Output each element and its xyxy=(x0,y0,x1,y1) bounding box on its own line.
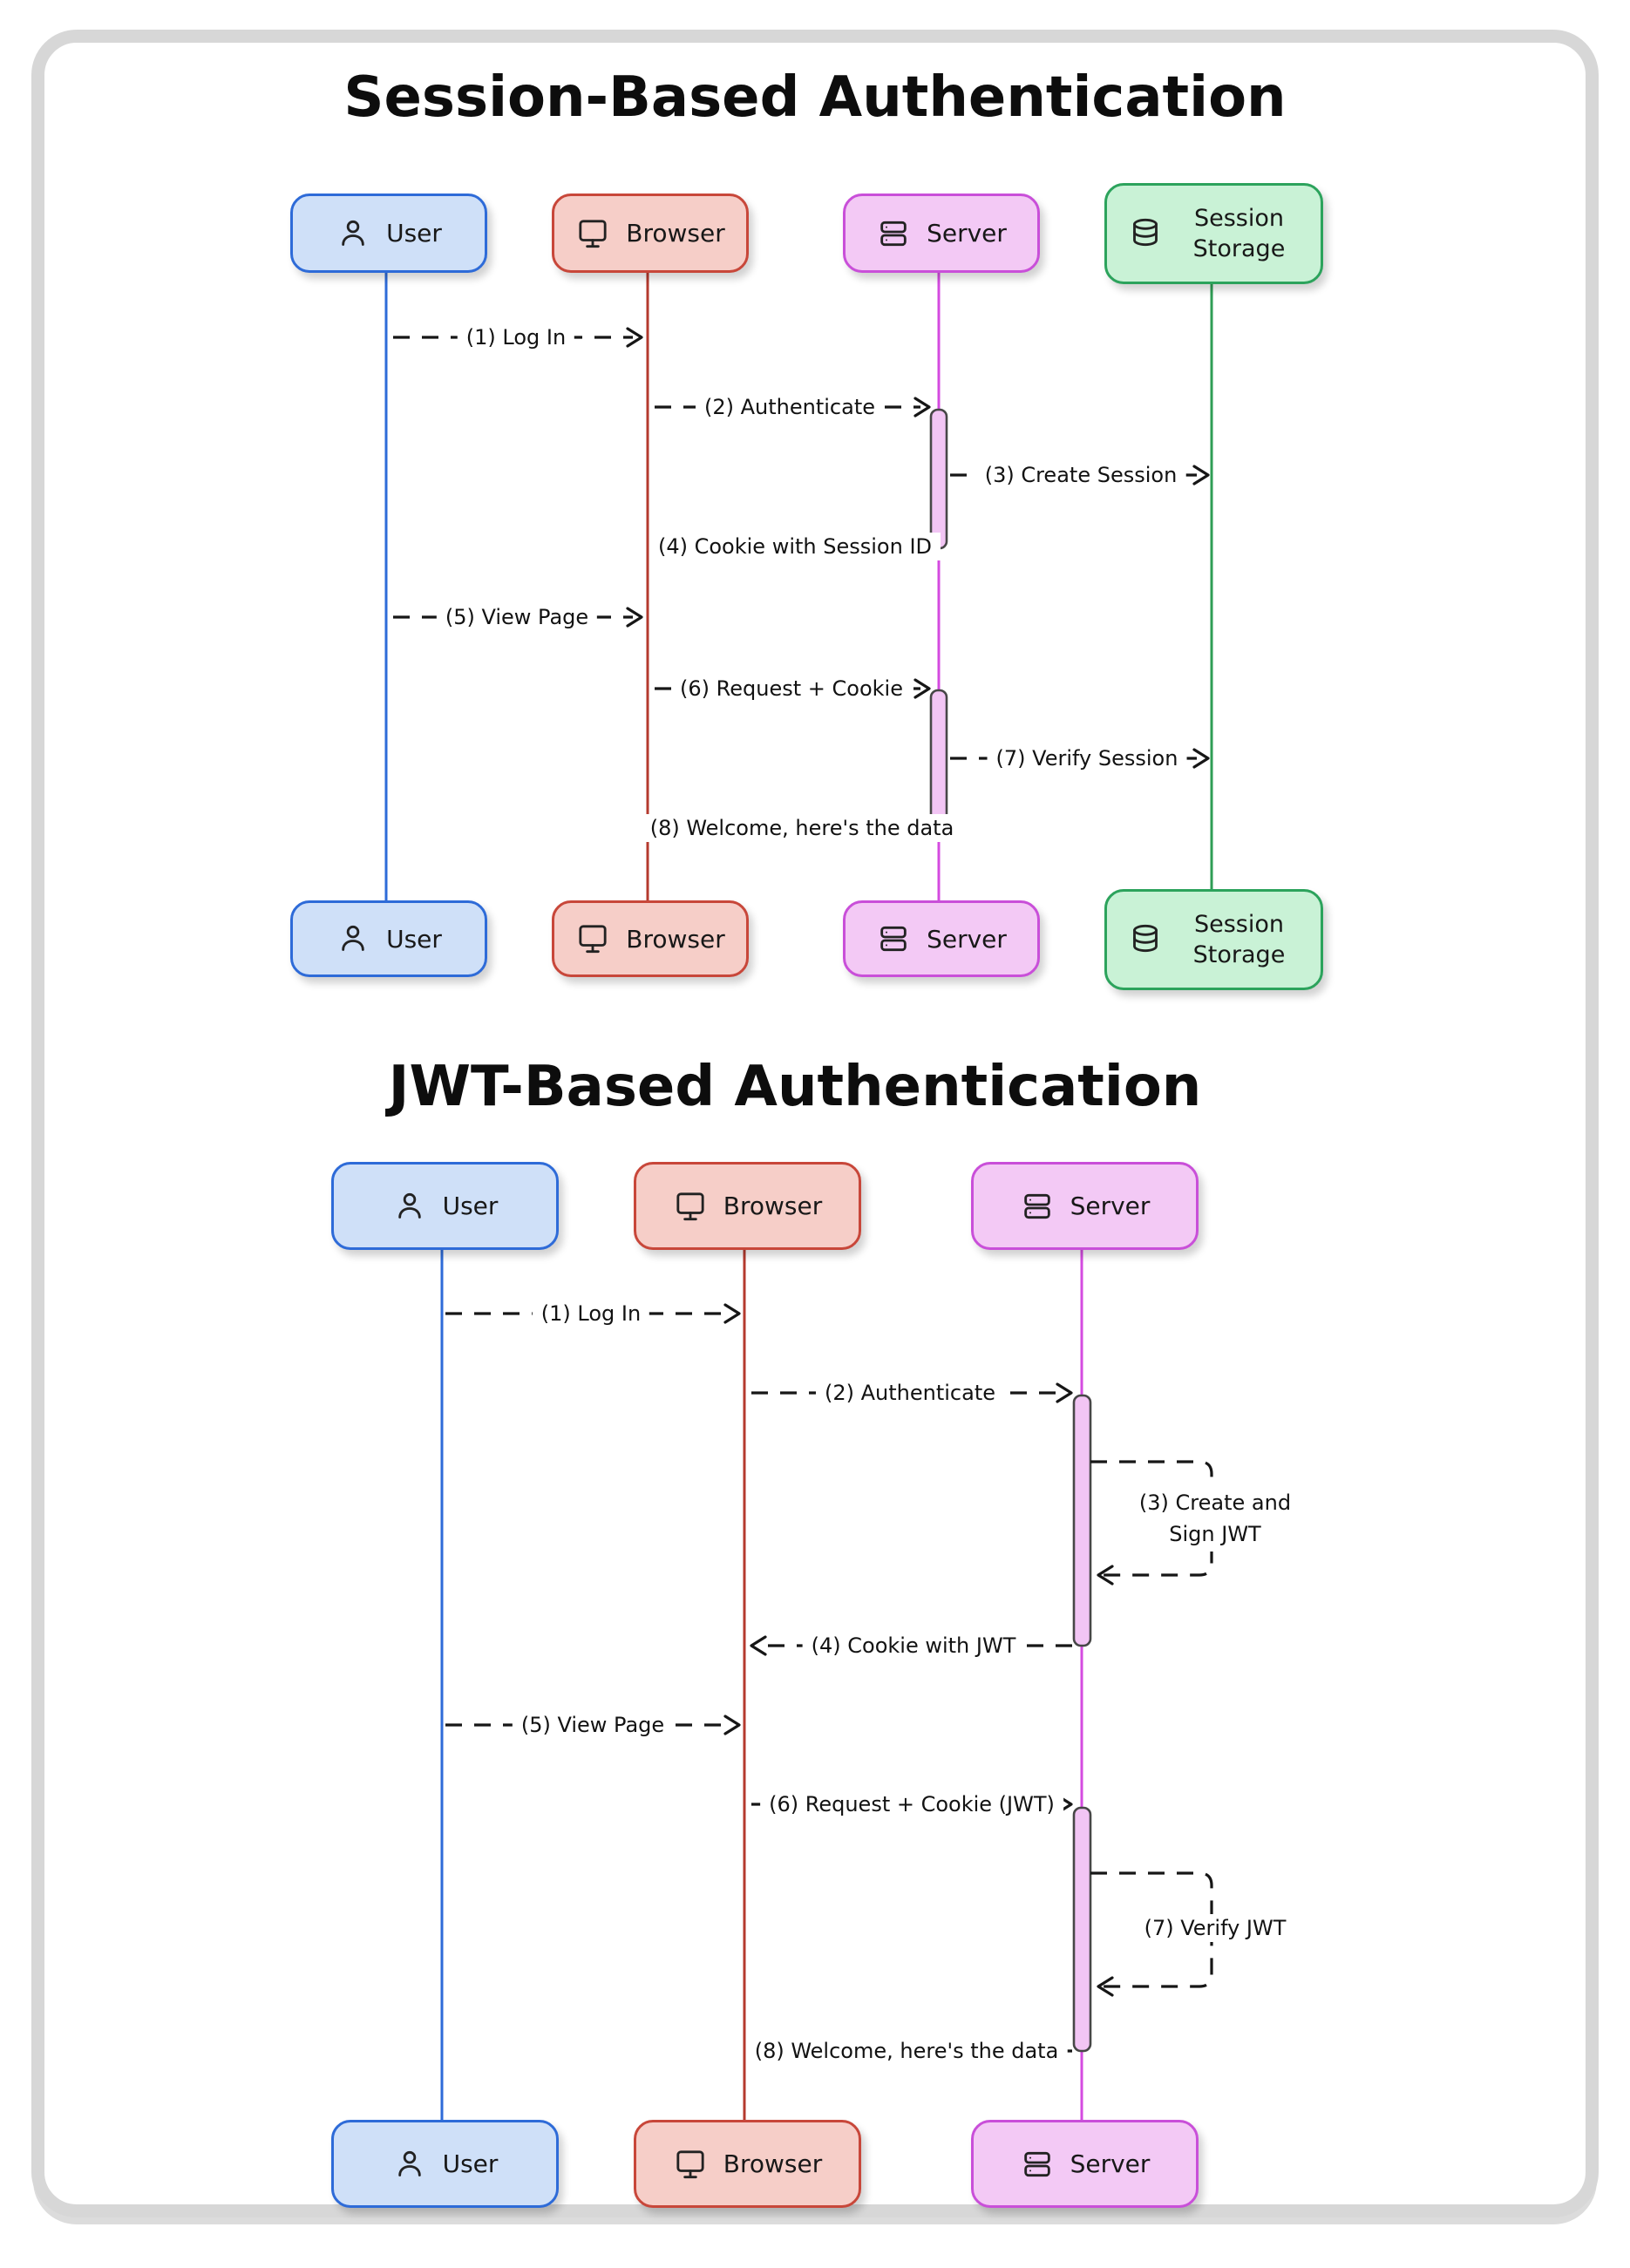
monitor-icon xyxy=(676,1192,704,1220)
actor-box-browser: Browser xyxy=(552,194,749,273)
message-label-2: (2) Authenticate xyxy=(695,393,885,421)
diagram1-title: Session-Based Authentication xyxy=(343,65,1287,130)
monitor-icon xyxy=(579,925,607,954)
actor-label: User xyxy=(386,924,442,954)
actor-box-user: User xyxy=(331,2120,559,2208)
message-label-4: (4) Cookie with Session ID xyxy=(649,533,941,560)
server-icon xyxy=(1023,1193,1050,1219)
actor-label: Browser xyxy=(723,1192,823,1220)
database-icon xyxy=(1132,218,1158,247)
message-label-3: (3) Create and Sign JWT xyxy=(1110,1485,1321,1552)
activation-bar xyxy=(1072,1806,1092,2053)
message-label-7: (7) Verify JWT xyxy=(1135,1914,1295,1942)
actor-box-server: Server xyxy=(971,1162,1199,1250)
database-icon xyxy=(1132,924,1158,953)
actor-label: Session Storage xyxy=(1192,910,1286,968)
arrow-right-icon xyxy=(913,397,931,418)
arrow-right-icon xyxy=(1056,1382,1073,1403)
arrow-right-icon xyxy=(626,327,643,348)
message-label-5: (5) View Page xyxy=(436,603,598,631)
message-label-5: (5) View Page xyxy=(512,1711,674,1739)
actor-box-user: User xyxy=(290,194,487,273)
diagram2-messages xyxy=(445,1303,1213,2061)
message-label-1: (1) Log In xyxy=(532,1300,650,1328)
message-label-1: (1) Log In xyxy=(457,323,575,351)
server-icon xyxy=(880,926,907,952)
actor-box-server: Server xyxy=(843,194,1040,273)
message-label-6: (6) Request + Cookie (JWT) xyxy=(760,1790,1063,1818)
diagram2-title: JWT-Based Authentication xyxy=(388,1055,1202,1119)
actor-label: User xyxy=(442,2149,499,2178)
actor-box-server: Server xyxy=(971,2120,1199,2208)
message-label-4: (4) Cookie with JWT xyxy=(802,1632,1025,1660)
user-icon xyxy=(342,220,364,246)
diagram2-lifelines xyxy=(440,1245,1083,2120)
arrow-left-icon xyxy=(750,1635,767,1656)
actor-box-browser: Browser xyxy=(634,2120,861,2208)
user-icon xyxy=(397,2150,421,2176)
monitor-icon xyxy=(579,219,607,248)
activation-bar xyxy=(1072,1394,1092,1647)
message-label-7: (7) Verify Session xyxy=(987,744,1187,772)
actor-box-user: User xyxy=(290,900,487,977)
arrow-right-icon xyxy=(723,1715,741,1735)
arrow-right-icon xyxy=(913,678,931,699)
actor-label: Browser xyxy=(626,219,725,248)
activation-bar xyxy=(929,689,948,832)
actor-box-session-storage: Session Storage xyxy=(1104,183,1323,284)
server-icon xyxy=(880,221,907,246)
monitor-icon xyxy=(676,2149,704,2178)
actor-box-session-storage: Session Storage xyxy=(1104,889,1323,990)
arrow-right-icon xyxy=(626,607,643,628)
arrow-right-icon xyxy=(723,1303,741,1324)
actor-box-server: Server xyxy=(843,900,1040,977)
diagram1-lifelines xyxy=(384,266,1213,900)
message-label-8: (8) Welcome, here's the data xyxy=(745,2037,1068,2065)
actor-box-user: User xyxy=(331,1162,559,1250)
message-label-3: (3) Create Session xyxy=(975,461,1186,489)
message-label-6: (6) Request + Cookie xyxy=(671,675,912,703)
actor-label: Browser xyxy=(723,2149,823,2178)
actor-label: Browser xyxy=(626,924,725,954)
actor-box-browser: Browser xyxy=(634,1162,861,1250)
server-icon xyxy=(1023,2151,1050,2176)
arrow-right-icon xyxy=(1192,748,1210,769)
actor-label: User xyxy=(442,1192,499,1220)
actor-label: Server xyxy=(927,219,1007,248)
actor-label: Server xyxy=(927,924,1007,954)
arrow-right-icon xyxy=(1192,465,1210,486)
activation-bar xyxy=(929,408,948,550)
arrow-left-icon xyxy=(1097,1976,1114,1997)
actor-label: Server xyxy=(1070,1192,1151,1220)
actor-label: Session Storage xyxy=(1192,204,1286,262)
actor-label: Server xyxy=(1070,2149,1151,2178)
user-icon xyxy=(397,1192,421,1219)
actor-box-browser: Browser xyxy=(552,900,749,977)
diagram2-activation-bars xyxy=(1072,1394,1092,2053)
user-icon xyxy=(342,925,364,951)
message-label-8: (8) Welcome, here's the data xyxy=(641,814,963,842)
message-label-2: (2) Authenticate xyxy=(815,1379,1005,1407)
actor-label: User xyxy=(386,219,442,248)
arrow-left-icon xyxy=(1097,1565,1114,1586)
